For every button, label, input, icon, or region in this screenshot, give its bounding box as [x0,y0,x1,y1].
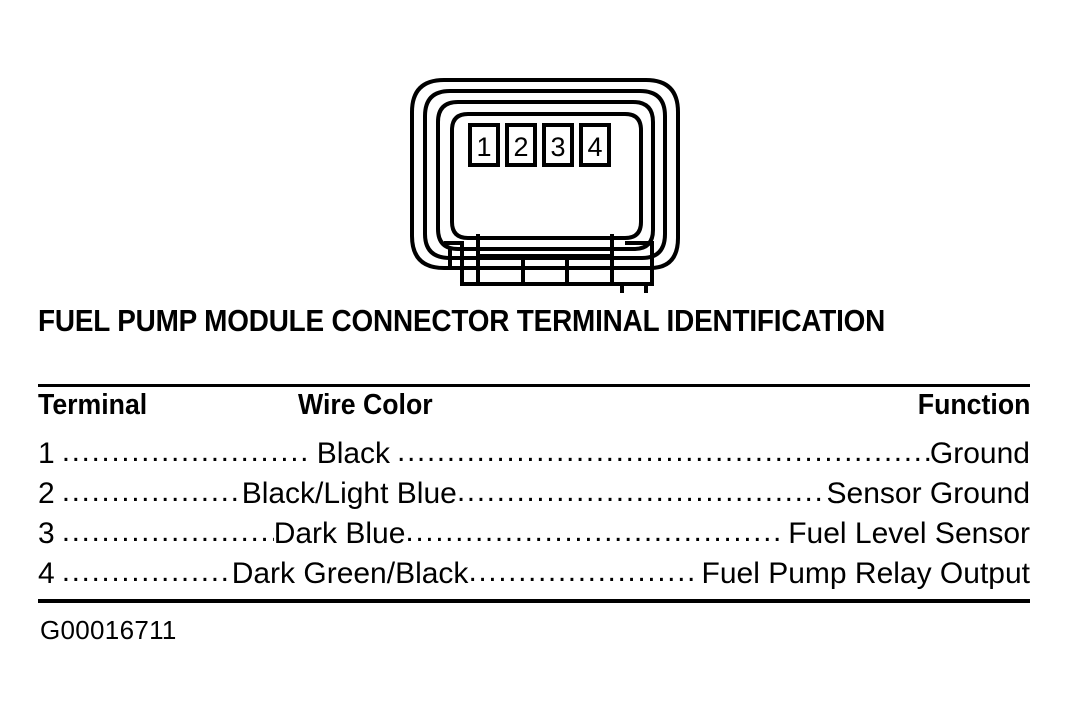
cell-terminal: 3 [38,517,55,550]
table-row: 4 Dark Green/Black Fuel Pump Relay Outpu… [38,553,1030,593]
dot-leader [405,513,781,543]
cell-function: Sensor Ground [826,477,1030,510]
connector-right-flange [612,241,654,286]
dot-leader [62,553,232,583]
dot-leader [62,513,274,543]
terminal-number-4: 4 [587,132,602,162]
column-header-terminal: Terminal [38,389,148,421]
connector-left-flange [444,241,478,286]
terminal-identification-table: Terminal Wire Color Function 1 Black Gro… [38,384,1030,603]
terminal-box-3 [542,123,574,167]
connector-shell-inner [450,112,643,240]
dot-leader [62,473,242,503]
cell-function: Ground [929,437,1030,470]
dot-leader [62,433,310,463]
cell-wire-color: Black [316,437,391,470]
dot-leader [457,473,827,503]
table-top-rule [38,384,1030,387]
connector-diagram: 1 2 3 4 [400,68,690,293]
terminal-number-3: 3 [550,132,565,162]
cell-function: Fuel Pump Relay Output [701,557,1031,590]
connector-shell-outer-2 [423,89,667,260]
terminal-box-1 [468,123,500,167]
terminal-number-2: 2 [513,132,528,162]
column-header-function: Function [917,389,1030,421]
terminal-number-1: 1 [476,132,491,162]
cell-wire-color: Black/Light Blue [241,477,457,510]
connector-left-notch [448,248,462,270]
column-header-wire-color: Wire Color [298,389,433,421]
connector-slot-row [476,254,614,286]
figure-id-code: G00016711 [40,615,177,645]
connector-shell-outer-3 [436,100,655,251]
cell-function: Fuel Level Sensor [788,517,1030,550]
dot-leader [397,433,930,463]
connector-right-foot [620,284,648,293]
cell-terminal: 2 [38,477,55,510]
table-bottom-rule [38,599,1030,603]
cell-terminal: 1 [38,437,55,470]
cell-wire-color: Dark Blue [273,517,406,550]
cell-terminal: 4 [38,557,55,590]
terminal-box-2 [505,123,537,167]
table-header-row: Terminal Wire Color Function [38,387,1030,429]
terminal-box-4 [579,123,611,167]
table-row: 1 Black Ground [38,433,1030,473]
connector-shell-outer-1 [410,78,680,270]
table-row: 3 Dark Blue Fuel Level Sensor [38,513,1030,553]
dot-leader [468,553,694,583]
table-row: 2 Black/Light Blue Sensor Ground [38,473,1030,513]
table-body: 1 Black Ground 2 Black/Light Blue Sensor… [38,429,1030,599]
page-title: FUEL PUMP MODULE CONNECTOR TERMINAL IDEN… [38,303,886,338]
cell-wire-color: Dark Green/Black [231,557,469,590]
